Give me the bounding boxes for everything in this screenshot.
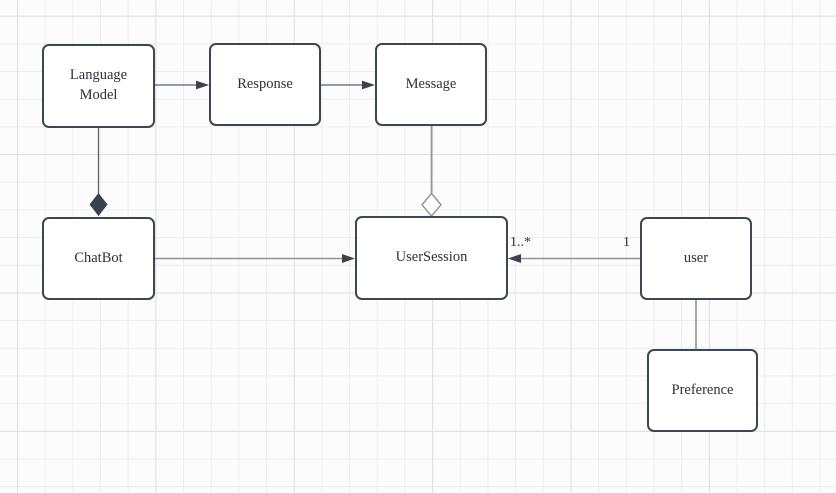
edge-language-model-to-chatbot[interactable] <box>89 128 108 216</box>
node-preference[interactable]: Preference <box>647 349 758 432</box>
arrowhead-icon <box>508 254 521 263</box>
edge-language-model-to-response[interactable] <box>155 80 209 90</box>
node-label: user <box>683 249 709 266</box>
node-label: ChatBot <box>74 249 123 266</box>
edge-user-to-usersession[interactable] <box>508 254 640 263</box>
composition-diamond-icon <box>89 193 108 216</box>
arrowhead-icon <box>362 80 375 90</box>
node-label: Response <box>237 75 293 92</box>
edge-message-to-usersession[interactable] <box>421 126 442 218</box>
aggregation-diamond-icon <box>421 192 442 218</box>
arrowhead-icon <box>342 254 355 263</box>
node-label: Preference <box>671 381 734 398</box>
edge-chatbot-to-usersession[interactable] <box>155 254 355 263</box>
node-label: UserSession <box>395 249 468 266</box>
multiplicity-label-source[interactable]: 1 <box>623 235 630 250</box>
node-usersession[interactable]: UserSession <box>355 216 508 300</box>
node-message[interactable]: Message <box>375 43 487 126</box>
arrowhead-icon <box>196 80 209 90</box>
multiplicity-label-target[interactable]: 1..* <box>510 235 531 250</box>
node-label: Message <box>405 75 457 92</box>
node-user[interactable]: user <box>640 217 752 300</box>
edge-response-to-message[interactable] <box>321 80 375 90</box>
node-response[interactable]: Response <box>209 43 321 126</box>
node-label: Language Model <box>69 67 128 103</box>
node-chatbot[interactable]: ChatBot <box>42 217 155 300</box>
node-language-model[interactable]: Language Model <box>42 44 155 128</box>
